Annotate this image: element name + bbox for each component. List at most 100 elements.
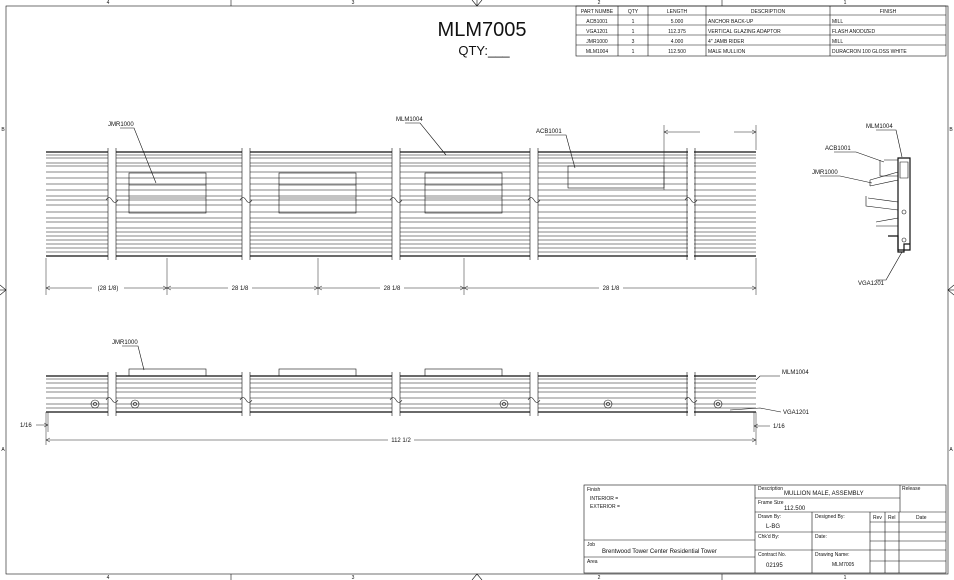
break-symbol bbox=[527, 397, 541, 403]
break-symbol bbox=[389, 197, 403, 203]
cell-description: ANCHOR BACK-UP bbox=[708, 19, 754, 25]
cell-part: MLM1004 bbox=[586, 49, 608, 55]
header-finish: FINISH bbox=[880, 9, 897, 15]
dim-spacing-2: 28 1/8 bbox=[232, 286, 249, 292]
cell-part: VGA1201 bbox=[586, 29, 608, 35]
bottom-elevation-view: JMR1000 MLM1004 VGA1201 112 1/2 1/16 1/1… bbox=[20, 340, 810, 445]
fastener-hole-inner bbox=[133, 402, 137, 406]
top-elevation-breaks bbox=[105, 148, 698, 260]
frame-size-value: 112.500 bbox=[784, 506, 806, 512]
callout-vga1201-section: VGA1201 bbox=[858, 281, 885, 287]
break-symbol bbox=[239, 397, 253, 403]
release-label: Release bbox=[902, 486, 921, 492]
leader-jmr1000-top bbox=[120, 127, 157, 184]
cell-part: ACB1001 bbox=[586, 19, 608, 25]
date-label: Date bbox=[916, 515, 927, 521]
drawn-by-label: Drawn By: bbox=[758, 514, 781, 520]
zone-left-a: A bbox=[1, 447, 5, 453]
cell-finish: MILL bbox=[832, 19, 843, 25]
fastener-hole bbox=[130, 399, 140, 409]
job-value: Brentwood Tower Center Residential Tower bbox=[602, 549, 717, 555]
break-symbol bbox=[684, 397, 698, 403]
leader-acb1001-top bbox=[545, 134, 576, 169]
zone-bottom-2: 2 bbox=[598, 575, 601, 580]
frame-size-label: Frame Size bbox=[758, 500, 784, 506]
dim-spacing-3: 28 1/8 bbox=[384, 286, 401, 292]
cell-description: VERTICAL GLAZING ADAPTOR bbox=[708, 29, 781, 35]
jamb-rider-2 bbox=[278, 172, 357, 214]
glazing-adaptor-profile bbox=[888, 235, 910, 253]
jamb-rider-3 bbox=[424, 172, 503, 214]
header-part-number: PART NUMBE bbox=[581, 9, 614, 15]
cell-finish: DURACRON 100 GLOSS WHITE bbox=[832, 49, 907, 55]
section-detail: MLM1004 ACB1001 JMR1000 VGA1201 bbox=[812, 124, 911, 287]
table-row: ACB1001 1 5.000 ANCHOR BACK-UP MILL bbox=[586, 19, 843, 25]
fastener-hole bbox=[499, 399, 509, 409]
contract-value: 02195 bbox=[766, 563, 783, 569]
zone-bottom-3: 3 bbox=[352, 575, 355, 580]
cell-length: 5.000 bbox=[671, 19, 684, 25]
dim-left-offset: 1/16 bbox=[20, 423, 32, 429]
jamb-rider-1 bbox=[128, 172, 207, 214]
description-value: MULLION MALE, ASSEMBLY bbox=[784, 491, 864, 497]
bottom-elevation-breaks bbox=[105, 372, 698, 416]
finish-label: Finish bbox=[587, 487, 601, 493]
fastener-hole bbox=[603, 399, 613, 409]
zone-top-2: 2 bbox=[598, 0, 601, 6]
zone-top-4: 4 bbox=[107, 0, 110, 6]
break-symbol bbox=[684, 197, 698, 203]
callout-acb1001-top: ACB1001 bbox=[536, 129, 562, 135]
fastener-hole bbox=[713, 399, 723, 409]
cell-part: JMR1000 bbox=[586, 39, 608, 45]
cell-description: 4" JAMB RIDER bbox=[708, 39, 745, 45]
break-symbol bbox=[105, 397, 119, 403]
drawing-name-label: Drawing Name: bbox=[815, 552, 849, 558]
callout-jmr1000-section: JMR1000 bbox=[812, 170, 838, 176]
fastener-hole bbox=[90, 399, 100, 409]
rev-label: Rev bbox=[873, 515, 882, 521]
cell-description: MALE MULLION bbox=[708, 49, 746, 55]
dim-overall: 112 1/2 bbox=[391, 438, 411, 444]
zone-bottom-1: 1 bbox=[844, 575, 847, 580]
chkd-by-label: Chk'd By: bbox=[758, 534, 779, 540]
finish-interior: INTERIOR = bbox=[590, 496, 618, 502]
jamb-rider-edge-2 bbox=[278, 368, 357, 377]
parts-table: PART NUMBE QTY LENGTH DESCRIPTION FINISH… bbox=[575, 5, 947, 57]
callout-jmr1000-bottom: JMR1000 bbox=[112, 340, 138, 346]
callout-jmr1000-top: JMR1000 bbox=[108, 122, 134, 128]
cell-qty: 1 bbox=[632, 29, 635, 35]
fastener-hole-inner bbox=[502, 402, 506, 406]
qty-label: QTY:___ bbox=[458, 43, 510, 58]
fastener-hole-inner bbox=[93, 402, 97, 406]
cell-length: 112.375 bbox=[668, 29, 686, 35]
cell-length: 4.000 bbox=[671, 39, 684, 45]
designed-by-label: Designed By: bbox=[815, 514, 845, 520]
table-row: VGA1201 1 112.375 VERTICAL GLAZING ADAPT… bbox=[586, 29, 875, 35]
zone-left-b: B bbox=[1, 127, 5, 133]
header-length: LENGTH bbox=[667, 9, 688, 15]
jamb-rider-profile bbox=[869, 171, 899, 187]
cell-length: 112.500 bbox=[668, 49, 686, 55]
cell-qty: 1 bbox=[632, 19, 635, 25]
break-symbol bbox=[239, 197, 253, 203]
fastener-hole-inner bbox=[716, 402, 720, 406]
top-elevation-lines bbox=[46, 151, 756, 257]
table-row: MLM1004 1 112.500 MALE MULLION DURACRON … bbox=[586, 49, 908, 55]
top-elevation-view: JMR1000 MLM1004 ACB1001 (28 1/8) 28 1/8 bbox=[45, 117, 757, 295]
title-block: Finish INTERIOR = EXTERIOR = Job Brentwo… bbox=[583, 484, 947, 574]
fastener-holes bbox=[90, 399, 723, 409]
dim-spacing-1: (28 1/8) bbox=[98, 286, 119, 292]
job-label: Job bbox=[587, 542, 595, 548]
anchor-profile bbox=[879, 159, 898, 177]
mullion-profile bbox=[897, 157, 911, 251]
callout-mlm1004-bottom: MLM1004 bbox=[782, 370, 809, 376]
zone-right-b: B bbox=[949, 127, 953, 133]
zone-right-a: A bbox=[949, 447, 953, 453]
fastener-hole-inner bbox=[606, 402, 610, 406]
break-symbol bbox=[105, 197, 119, 203]
jamb-rider-edge-1 bbox=[128, 368, 207, 377]
cell-finish: FLASH ANODIZED bbox=[832, 29, 875, 35]
anchor-backup bbox=[567, 165, 665, 189]
